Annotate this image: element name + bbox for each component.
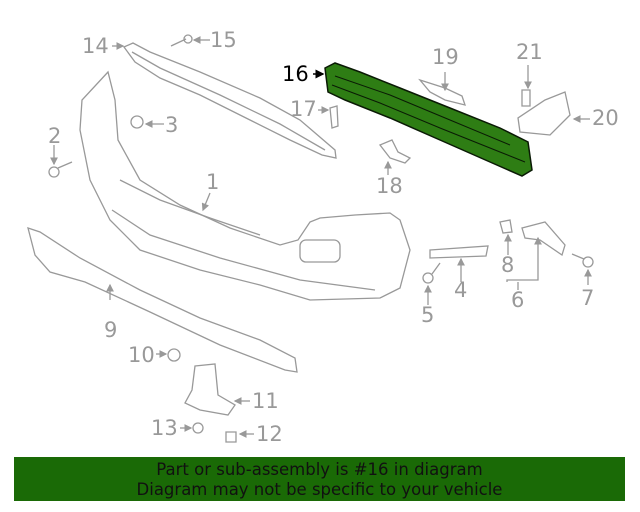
callout-17[interactable]: 17	[290, 97, 317, 121]
part-8-clip	[499, 219, 513, 234]
part-6-bracket	[521, 221, 566, 257]
callout-15[interactable]: 15	[210, 28, 237, 52]
callout-16[interactable]: 16	[282, 62, 309, 86]
callout-8[interactable]: 8	[501, 253, 515, 277]
callout-4[interactable]: 4	[454, 278, 468, 302]
callout-13[interactable]: 13	[151, 416, 178, 440]
part-20-bracket	[517, 91, 571, 136]
callout-11[interactable]: 11	[252, 389, 279, 413]
part-2-screw	[48, 161, 73, 178]
part-14-upper-trim	[122, 42, 337, 159]
callout-7[interactable]: 7	[581, 286, 595, 310]
part-3-clip	[130, 115, 144, 129]
callout-19[interactable]: 19	[432, 45, 459, 69]
callout-2[interactable]: 2	[48, 124, 62, 148]
part-10-plug	[167, 348, 181, 362]
callout-1[interactable]: 1	[206, 170, 220, 194]
callout-5[interactable]: 5	[421, 303, 435, 327]
part-17-bracket	[329, 105, 339, 129]
callout-3[interactable]: 3	[165, 113, 179, 137]
callout-14[interactable]: 14	[82, 34, 109, 58]
part-15-screw	[170, 34, 193, 47]
callout-18[interactable]: 18	[376, 174, 403, 198]
part-21-bolt	[521, 89, 531, 107]
callout-20[interactable]: 20	[592, 106, 619, 130]
part-18-bracket	[378, 139, 412, 164]
part-12-bolt	[225, 431, 237, 443]
callout-9[interactable]: 9	[104, 318, 118, 342]
part-7-screw	[571, 253, 594, 268]
part-16-bumper-reinforcement	[313, 62, 533, 177]
part-13-nut	[192, 422, 204, 434]
part-5-screw	[422, 262, 441, 284]
callout-10[interactable]: 10	[128, 343, 155, 367]
callout-6[interactable]: 6	[511, 288, 525, 312]
info-banner: Part or sub-assembly is #16 in diagram D…	[14, 457, 625, 501]
callout-12[interactable]: 12	[256, 422, 283, 446]
parts-diagram	[27, 34, 594, 443]
part-4-bracket	[429, 245, 489, 259]
banner-line-part: Part or sub-assembly is #16 in diagram	[156, 460, 483, 479]
callout-21[interactable]: 21	[516, 40, 543, 64]
part-1-bumper-cover	[79, 70, 411, 301]
part-11-bracket	[184, 363, 236, 416]
part-9-lower-trim	[27, 227, 298, 373]
banner-line-disclaimer: Diagram may not be specific to your vehi…	[136, 480, 503, 499]
